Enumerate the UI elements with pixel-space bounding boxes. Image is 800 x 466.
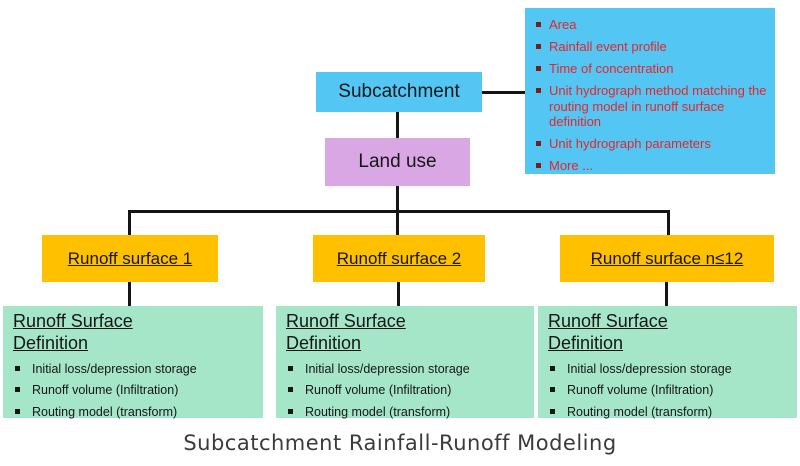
list-item: Time of concentration bbox=[532, 61, 769, 77]
bullet-icon bbox=[288, 408, 293, 414]
connector-surface1-definition bbox=[128, 282, 131, 306]
subcatchment-label: Subcatchment bbox=[338, 81, 460, 102]
bullet-icon bbox=[15, 408, 20, 414]
attribute-text: Time of concentration bbox=[549, 61, 674, 76]
definition-title: Runoff Surface Definition bbox=[548, 311, 668, 353]
list-item: Runoff volume (Infiltration) bbox=[11, 383, 257, 397]
list-item: Unit hydrograph method matching the rout… bbox=[532, 83, 769, 130]
connector-surface2-definition bbox=[397, 282, 400, 306]
bullet-icon bbox=[288, 387, 293, 393]
runoff-surface-definition-panel-1: Runoff Surface Definition Initial loss/d… bbox=[3, 306, 263, 419]
definition-text: Initial loss/depression storage bbox=[305, 361, 470, 376]
definition-text: Runoff volume (Infiltration) bbox=[32, 383, 179, 398]
bullet-icon bbox=[550, 365, 555, 371]
bullet-icon bbox=[550, 387, 555, 393]
definition-text: Initial loss/depression storage bbox=[32, 361, 197, 376]
connector-landuse-branch bbox=[396, 186, 399, 212]
runoff-surface-1-label: Runoff surface 1 bbox=[67, 248, 193, 268]
bullet-icon bbox=[536, 88, 541, 93]
attribute-text: Rainfall event profile bbox=[549, 39, 667, 54]
definition-text: Routing model (transform) bbox=[567, 404, 713, 419]
runoff-surface-1-node: Runoff surface 1 bbox=[42, 235, 218, 282]
attribute-text: Area bbox=[549, 17, 577, 32]
definition-text: Runoff volume (Infiltration) bbox=[567, 383, 714, 398]
bullet-icon bbox=[536, 22, 541, 27]
definition-text: Routing model (transform) bbox=[32, 404, 178, 419]
connector-subcatchment-attributes bbox=[482, 91, 525, 94]
connector-branch-left bbox=[128, 210, 131, 235]
bullet-icon bbox=[536, 44, 541, 49]
runoff-surface-n-node: Runoff surface n≤12 bbox=[560, 235, 774, 282]
list-item: Runoff volume (Infiltration) bbox=[546, 383, 791, 397]
bullet-icon bbox=[536, 141, 541, 146]
list-item: Routing model (transform) bbox=[11, 405, 257, 419]
list-item: Unit hydrograph parameters bbox=[532, 136, 769, 152]
connector-branch-horizontal bbox=[128, 210, 670, 213]
runoff-surface-definition-panel-2: Runoff Surface Definition Initial loss/d… bbox=[276, 306, 534, 419]
land-use-label: Land use bbox=[358, 151, 437, 172]
bullet-icon bbox=[550, 408, 555, 414]
list-item: Initial loss/depression storage bbox=[546, 362, 791, 376]
list-item: More ... bbox=[532, 158, 769, 174]
list-item: Rainfall event profile bbox=[532, 39, 769, 55]
runoff-surface-2-node: Runoff surface 2 bbox=[313, 235, 485, 282]
definition-list: Initial loss/depression storage Runoff v… bbox=[11, 362, 257, 419]
subcatchment-attributes-panel: Area Rainfall event profile Time of conc… bbox=[525, 8, 775, 174]
list-item: Initial loss/depression storage bbox=[284, 362, 528, 376]
connector-branch-right bbox=[667, 210, 670, 235]
subcatchment-attributes-list: Area Rainfall event profile Time of conc… bbox=[532, 17, 769, 174]
definition-text: Runoff volume (Infiltration) bbox=[305, 383, 452, 398]
definition-title: Runoff Surface Definition bbox=[13, 311, 133, 353]
attribute-text: Unit hydrograph parameters bbox=[549, 136, 711, 151]
runoff-surface-2-label: Runoff surface 2 bbox=[336, 248, 462, 268]
runoff-surface-n-label: Runoff surface n≤12 bbox=[590, 248, 744, 268]
bullet-icon bbox=[288, 365, 293, 371]
list-item: Area bbox=[532, 17, 769, 33]
connector-surface3-definition bbox=[665, 282, 668, 306]
definition-list: Initial loss/depression storage Runoff v… bbox=[546, 362, 791, 419]
definition-list: Initial loss/depression storage Runoff v… bbox=[284, 362, 528, 419]
subcatchment-node: Subcatchment bbox=[316, 72, 482, 112]
bullet-icon bbox=[536, 66, 541, 71]
attribute-text: Unit hydrograph method matching the rout… bbox=[549, 83, 767, 129]
list-item: Routing model (transform) bbox=[284, 405, 528, 419]
list-item: Initial loss/depression storage bbox=[11, 362, 257, 376]
definition-title: Runoff Surface Definition bbox=[286, 311, 406, 353]
definition-text: Initial loss/depression storage bbox=[567, 361, 732, 376]
runoff-surface-definition-panel-3: Runoff Surface Definition Initial loss/d… bbox=[538, 306, 797, 419]
list-item: Routing model (transform) bbox=[546, 405, 791, 419]
bullet-icon bbox=[15, 387, 20, 393]
connector-subcatchment-landuse bbox=[396, 112, 399, 138]
list-item: Runoff volume (Infiltration) bbox=[284, 383, 528, 397]
definition-text: Routing model (transform) bbox=[305, 404, 451, 419]
attribute-text: More ... bbox=[549, 158, 594, 173]
bullet-icon bbox=[536, 163, 541, 168]
diagram-caption: Subcatchment Rainfall-Runoff Modeling bbox=[183, 431, 617, 455]
bullet-icon bbox=[15, 365, 20, 371]
land-use-node: Land use bbox=[325, 138, 470, 186]
connector-branch-middle bbox=[396, 210, 399, 235]
